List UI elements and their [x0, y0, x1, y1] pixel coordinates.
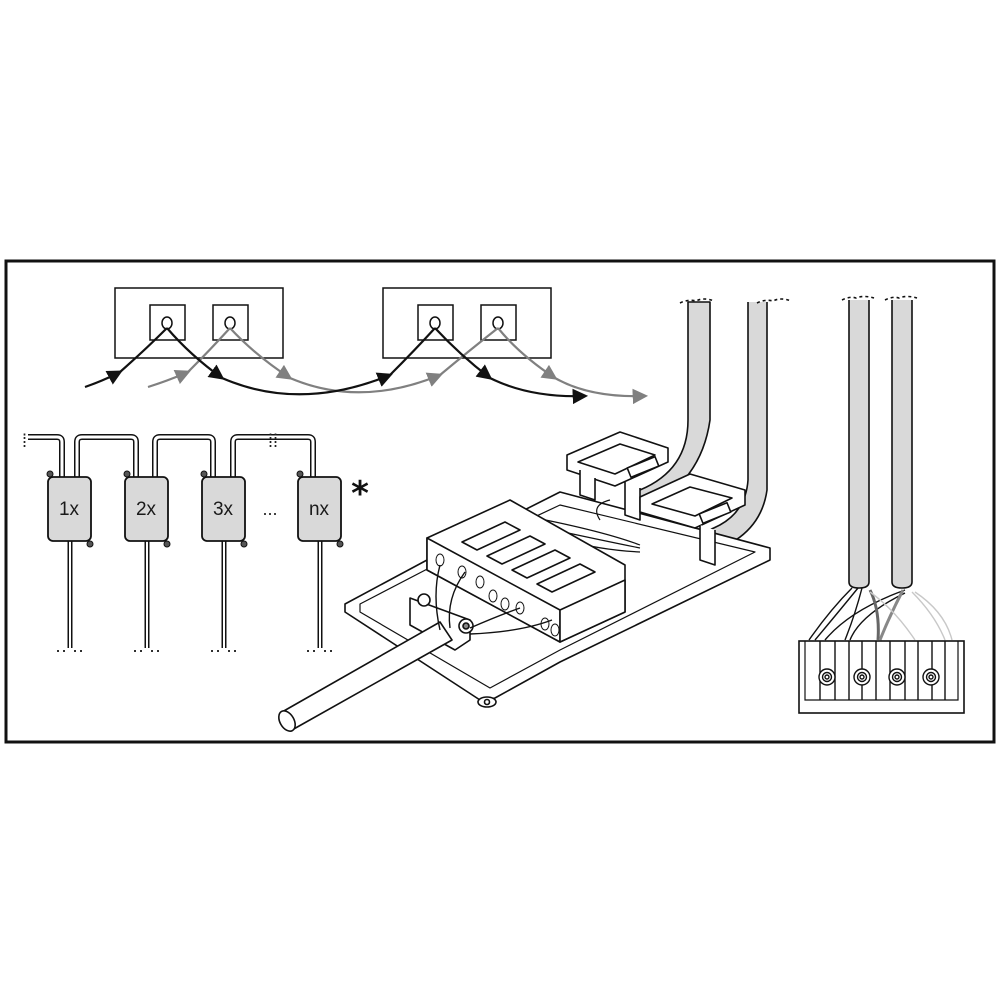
svg-text:⁞: ⁞ [22, 431, 27, 451]
screw-3 [888, 668, 906, 686]
screw-1 [818, 668, 836, 686]
driver-ellipsis: ... [262, 499, 277, 519]
driver-2x: 2x [123, 470, 171, 548]
driver-label-1x: 1x [59, 499, 80, 520]
svg-text:‥ ‥: ‥ ‥ [132, 636, 161, 656]
terminal-clamps [818, 641, 946, 700]
driver-label-nx: nx [309, 499, 330, 520]
cable-clamp-2 [639, 473, 746, 566]
driver-chain: ⁞ ⁞⁞ ‥ ‥ ‥ ‥ ‥ ‥ ‥ ‥ 1x [22, 431, 369, 656]
screw-2 [853, 668, 871, 686]
svg-text:‥ ‥: ‥ ‥ [209, 636, 238, 656]
driver-label-2x: 2x [136, 499, 157, 520]
driver-label-3x: 3x [213, 499, 234, 520]
luminaire-box-1 [114, 287, 284, 359]
terminal-2b [480, 304, 517, 341]
svg-text:‥ ‥: ‥ ‥ [55, 636, 84, 656]
terminal-1a [149, 304, 186, 341]
cable-a [848, 300, 870, 589]
terminal-1b [212, 304, 249, 341]
connection-box [278, 298, 792, 732]
driver-3x: 3x [200, 470, 248, 548]
terminal-block-4pole [426, 499, 626, 643]
cable-clamp-1 [566, 431, 669, 521]
svg-text:⁞⁞: ⁞⁞ [268, 431, 278, 451]
footnote-asterisk: * [351, 474, 369, 514]
wire-gray [147, 369, 191, 389]
terminal-block-detail [798, 295, 965, 714]
cable-b [891, 300, 913, 589]
driver-1x: 1x [46, 470, 94, 548]
wire-black [84, 370, 123, 389]
terminal-2a [417, 304, 454, 341]
driver-nx: nx [296, 470, 344, 548]
svg-text:‥ ‥: ‥ ‥ [305, 636, 334, 656]
screw-4 [922, 668, 940, 686]
through-wiring-scheme [84, 287, 649, 405]
